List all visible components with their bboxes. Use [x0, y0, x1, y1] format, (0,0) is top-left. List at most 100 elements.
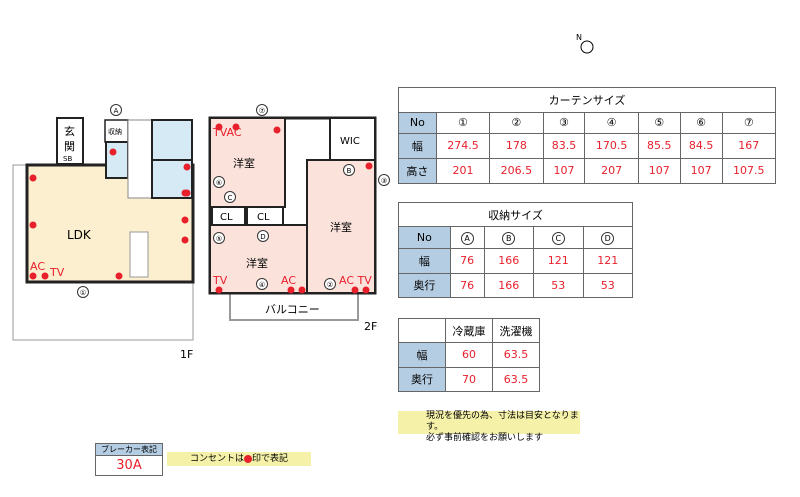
outlet-icon [351, 286, 359, 294]
outlet-icon [41, 272, 49, 280]
svg-text:⑤: ⑤ [216, 235, 222, 243]
svg-text:AC: AC [281, 274, 296, 287]
svg-text:A: A [114, 107, 119, 115]
window-marker [256, 104, 268, 116]
table-cell: 207 [584, 157, 639, 185]
window-marker [343, 164, 355, 176]
svg-text:C: C [228, 194, 233, 202]
table-cell: A [449, 226, 485, 250]
table-cell: 76 [449, 248, 485, 274]
table-cell: 121 [582, 248, 633, 274]
svg-text:③: ③ [381, 177, 387, 185]
outlet-icon [362, 286, 370, 294]
window-marker [256, 278, 268, 290]
north-label: N [576, 33, 582, 42]
svg-text:④: ④ [259, 281, 265, 289]
north-arrow-icon: N [576, 33, 594, 54]
floor-2-label: 2F [364, 320, 377, 333]
window-marker [378, 174, 390, 186]
svg-text:D: D [260, 233, 265, 241]
outlet-note: コンセントは印で表記 [167, 452, 311, 466]
table-cell: 84.5 [679, 132, 723, 159]
table-title: カーテンサイズ [398, 86, 776, 114]
table-cell: ⑤ [637, 112, 681, 134]
table-cell: 107 [542, 157, 586, 185]
svg-text:WIC: WIC [340, 136, 360, 147]
table-cell: ④ [584, 112, 639, 134]
svg-text:洋室: 洋室 [246, 256, 268, 270]
outlet-icon [115, 272, 123, 280]
outlet-icon [29, 221, 37, 229]
svg-text:関: 関 [64, 140, 75, 153]
window-marker [324, 278, 336, 290]
table-cell: 76 [449, 272, 485, 299]
table-cell: 206.5 [489, 157, 544, 185]
kitchen [129, 231, 149, 278]
svg-text:AC: AC [30, 260, 45, 273]
outlet-icon [215, 123, 223, 131]
outlet-icon [109, 148, 117, 156]
svg-text:⑦: ⑦ [259, 107, 265, 115]
outlet-icon [29, 174, 37, 182]
svg-text:洋室: 洋室 [330, 220, 352, 234]
table-title: 収納サイズ [398, 201, 633, 228]
window-marker [110, 104, 122, 116]
window-marker [257, 230, 269, 242]
table-cell: 178 [489, 132, 544, 159]
room-genkan [56, 117, 84, 165]
svg-text:TV: TV [49, 266, 65, 279]
room-toilet [105, 141, 129, 179]
breaker-value: 30A [116, 458, 142, 473]
window-marker [77, 286, 89, 298]
svg-text:CL: CL [220, 212, 233, 223]
svg-text:B: B [347, 167, 352, 175]
breaker-box: ブレーカー表記 30A [95, 443, 163, 476]
room-bath [151, 119, 193, 161]
room-label-ldk: LDK [67, 228, 92, 242]
table-cell: 166 [483, 248, 534, 274]
disclaimer-note: 現況を優先の為、寸法は目安となります。必ず事前確認をお願いします [398, 411, 580, 443]
table-cell: C [533, 226, 584, 250]
svg-text:収納: 収納 [108, 127, 122, 136]
outlet-icon [181, 216, 189, 224]
svg-text:玄: 玄 [64, 124, 75, 138]
table-cell: ⑥ [679, 112, 723, 134]
table-cell: 107 [637, 157, 681, 185]
table-cell: ② [489, 112, 544, 134]
table-cell: 53 [533, 272, 584, 299]
svg-text:②: ② [327, 281, 333, 289]
table-cell: 170.5 [584, 132, 639, 159]
outlet-icon [298, 286, 306, 294]
floor-1: LDK 玄 関 SB 収納 AC TV 1F [12, 117, 195, 361]
table-cell: 83.5 [542, 132, 586, 159]
floor-1-label: 1F [180, 348, 193, 361]
window-marker [213, 176, 225, 188]
outlet-icon [287, 286, 295, 294]
svg-text:①: ① [80, 289, 86, 297]
svg-text:洋室: 洋室 [233, 156, 255, 170]
svg-text:AC TV: AC TV [339, 274, 372, 287]
table-cell: 166 [483, 272, 534, 299]
window-marker [224, 191, 236, 203]
svg-text:CL: CL [257, 212, 270, 223]
svg-text:バルコニー: バルコニー [265, 303, 320, 316]
window-marker [213, 232, 225, 244]
outlet-icon [244, 454, 252, 463]
floor-2: 洋室 洋室 洋室 WIC CL CL バルコニー TVAC TV AC AC T… [208, 116, 377, 333]
room-wic [329, 117, 376, 161]
table-cell: 201 [435, 157, 491, 185]
table-cell: ⑦ [721, 112, 777, 134]
svg-text:SB: SB [63, 155, 72, 163]
table-cell: 107.5 [721, 157, 777, 185]
table-cell: D [582, 226, 633, 250]
outlet-icon [232, 123, 240, 131]
outlet-icon [215, 286, 223, 294]
outlet-icon [183, 189, 191, 197]
table-cell: 167 [721, 132, 777, 159]
svg-text:TV: TV [212, 274, 228, 287]
table-cell: 53 [582, 272, 633, 299]
